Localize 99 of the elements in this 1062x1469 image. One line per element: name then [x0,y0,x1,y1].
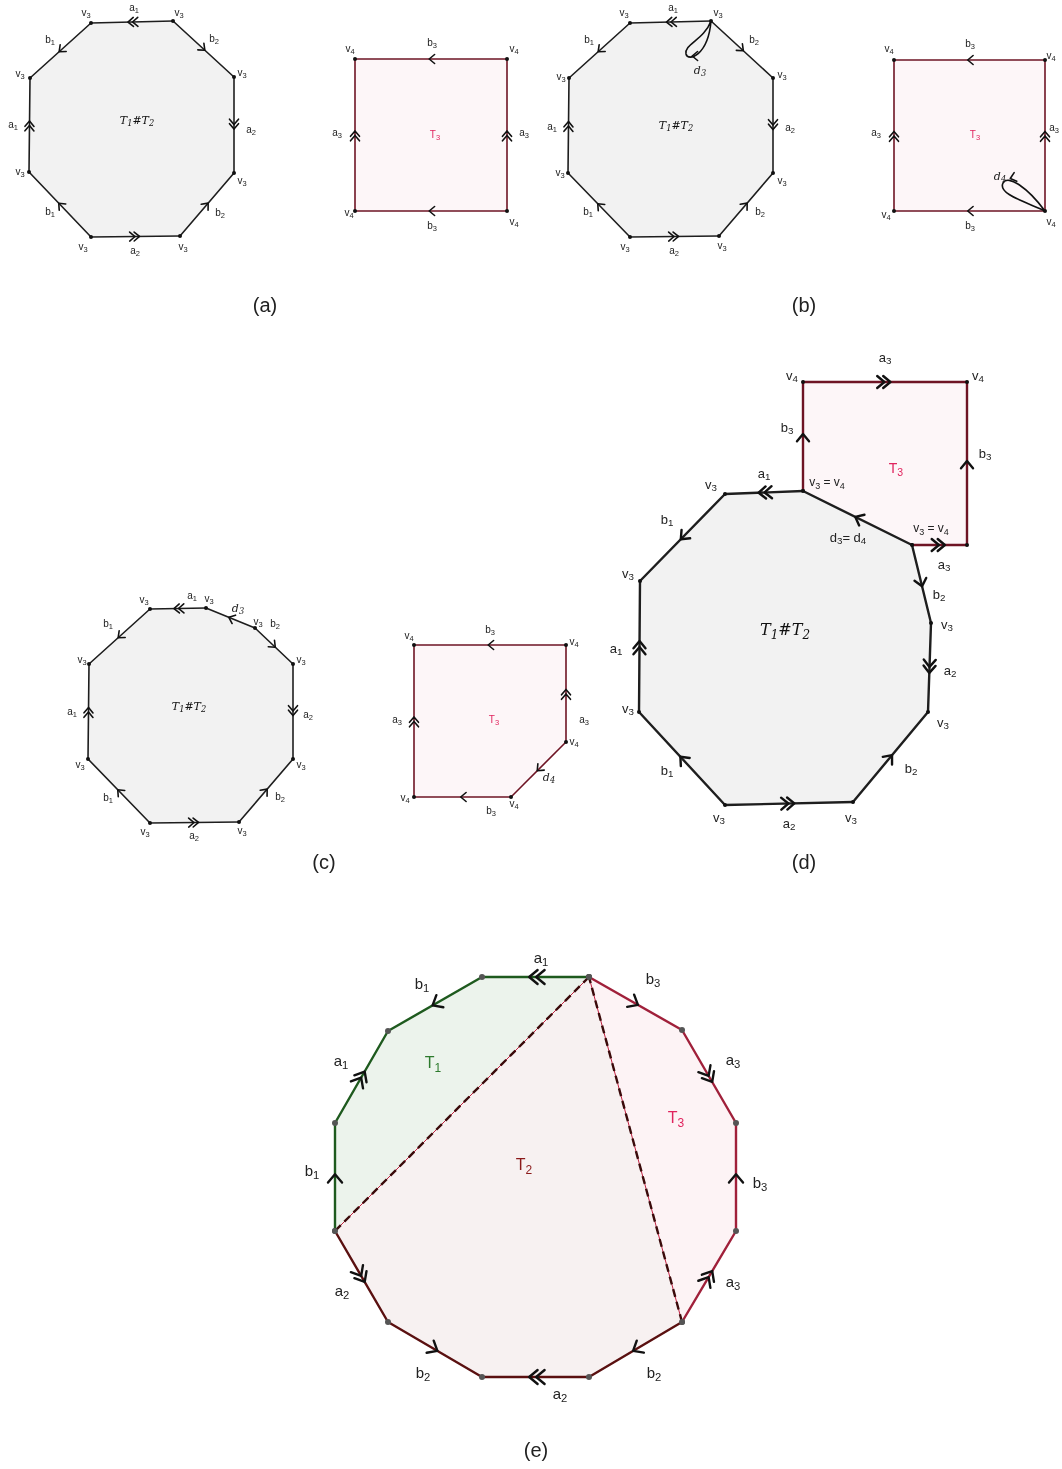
panel-caption: (d) [791,852,817,872]
panel-caption: (b) [791,295,817,315]
side-label: a$_{2}$ [303,710,313,720]
side-label: a$_{2}$ [782,816,796,830]
region-label: T$_{1}$#T$_{2}$ [119,114,155,126]
side-label: b$_{1}$ [414,975,430,991]
side-label: b$_{1}$ [584,35,594,45]
vertex-label: v$_{4}$ [1046,217,1056,227]
vertex-label: v$_{3}$ [845,810,857,824]
vertex-label: v$_{4}$ [509,44,519,54]
vertex-label: v$_{3}$ = v$_{4}$ [913,522,949,534]
side-label: a$_{3}$ [332,128,342,138]
vertex-label: v$_{4}$ [786,368,798,382]
side-label: b$_{2}$ [215,208,225,218]
region-label: T$_{1}$#T$_{2}$ [658,119,694,131]
side-label: d$_{3}$ [231,602,245,614]
side-label: b$_{3}$ [752,1174,768,1190]
region-label: T$_{3}$ [888,461,904,475]
vertex-label: v$_{4}$ [344,208,354,218]
side-label: b$_{2}$ [209,34,219,44]
vertex-label: v$_{4}$ [509,217,519,227]
side-label: a$_{2}$ [943,663,957,677]
side-label: a$_{1}$ [67,707,77,717]
side-label: a$_{1}$ [533,949,549,965]
loop-label: d$_{4}$ [993,170,1007,182]
side-label: a$_{2}$ [669,246,679,256]
panel-caption: (a) [252,295,278,315]
vertex-label: v$_{4}$ [884,44,894,54]
side-label: a$_{1}$ [333,1052,349,1068]
region-label: T$_{3}$ [969,130,981,140]
region-label: T$_{1}$#T$_{2}$ [171,700,207,712]
vertex-label: v$_{4}$ [404,631,414,641]
side-label: b$_{1}$ [304,1162,320,1178]
vertex-label: v$_{3}$ [937,715,949,729]
side-label: a$_{3}$ [579,715,589,725]
side-label: b$_{3}$ [780,420,794,434]
side-label: a$_{2}$ [130,246,140,256]
vertex-label: v$_{3}$ [253,617,263,627]
side-label: b$_{2}$ [275,792,285,802]
side-label: a$_{3}$ [392,715,402,725]
side-label: b$_{2}$ [646,1364,662,1380]
side-label: a$_{1}$ [757,466,771,480]
side-label: a$_{3}$ [519,128,529,138]
side-label: b$_{1}$ [660,512,674,526]
vertex-label: v$_{4}$ [345,44,355,54]
vertex-label: v$_{3}$ = v$_{4}$ [809,476,845,488]
side-label: b$_{1}$ [103,793,113,803]
side-label: b$_{3}$ [427,221,437,231]
side-label: b$_{1}$ [583,207,593,217]
vertex-label: v$_{4}$ [569,637,579,647]
side-label: a$_{3}$ [871,128,881,138]
side-label: a$_{2}$ [552,1385,568,1401]
side-label: b$_{3}$ [965,39,975,49]
side-label: b$_{3}$ [965,221,975,231]
vertex-label: v$_{4}$ [1046,51,1056,61]
vertex-label: v$_{3}$ [622,566,634,580]
region-label: T$_{2}$ [515,1157,533,1173]
side-label: a$_{3}$ [878,350,892,364]
vertex-label: v$_{3}$ [713,810,725,824]
panel-caption: (e) [523,1440,549,1460]
side-label: b$_{2}$ [932,587,946,601]
side-label: b$_{2}$ [270,619,280,629]
side-label: a$_{2}$ [246,125,256,135]
side-label: a$_{3}$ [937,557,951,571]
side-label: a$_{1}$ [8,120,18,130]
side-label: b$_{3}$ [645,970,661,986]
side-label: b$_{3}$ [978,446,992,460]
side-label: a$_{2}$ [189,831,199,841]
region-label: T$_{1}$#T$_{2}$ [760,622,810,638]
loop-label: d$_{3}$ [693,64,707,76]
panel-caption: (c) [312,852,336,872]
side-label: b$_{3}$ [485,625,495,635]
side-label: a$_{2}$ [334,1282,350,1298]
vertex-label: v$_{4}$ [881,210,891,220]
vertex-label: v$_{3}$ [941,617,953,631]
side-label: d$_{3}$= d$_{4}$ [829,530,867,544]
side-label: b$_{2}$ [755,207,765,217]
region-label: T$_{3}$ [488,715,500,725]
side-label: b$_{3}$ [427,38,437,48]
side-label: d$_{4}$ [542,771,556,783]
side-label: a$_{1}$ [609,641,623,655]
region-label: T$_{1}$ [424,1055,442,1071]
vertex-label: v$_{4}$ [972,368,984,382]
side-label: a$_{3}$ [725,1051,741,1067]
side-label: a$_{3}$ [725,1273,741,1289]
side-label: b$_{2}$ [415,1364,431,1380]
vertex-label: v$_{4}$ [400,793,410,803]
side-label: b$_{2}$ [749,35,759,45]
side-label: b$_{1}$ [45,35,55,45]
region-label: T$_{3}$ [429,130,441,140]
region-label: T$_{3}$ [667,1110,685,1126]
side-label: b$_{1}$ [45,207,55,217]
side-label: a$_{1}$ [547,122,557,132]
side-label: b$_{1}$ [660,763,674,777]
vertex-label: v$_{3}$ [622,701,634,715]
side-label: b$_{1}$ [103,619,113,629]
side-label: b$_{2}$ [904,761,918,775]
side-label: a$_{2}$ [785,123,795,133]
vertex-label: v$_{3}$ [705,477,717,491]
